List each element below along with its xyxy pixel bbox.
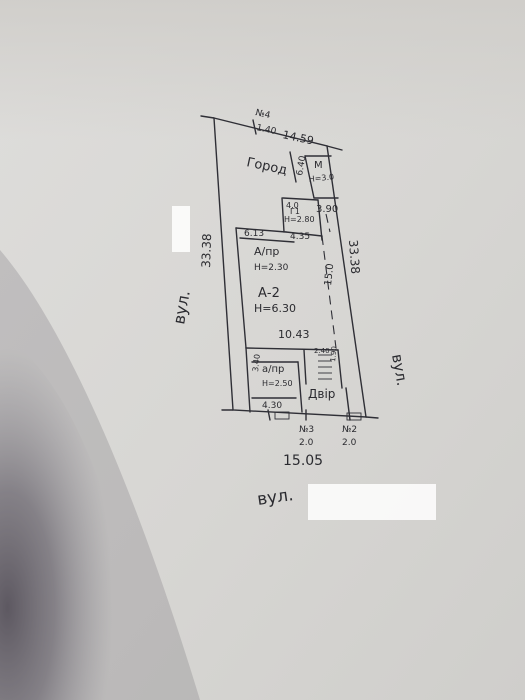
dimension-yard-small: 1.90 — [329, 346, 339, 362]
dimension-mid-c: 4.35 — [290, 232, 310, 242]
room-label-a-bottom: а/пр — [262, 364, 284, 375]
dimension-base: 4.30 — [262, 401, 282, 411]
room-height-g1: Н=2.80 — [284, 215, 315, 224]
room-height-m: Н=3.0 — [308, 172, 334, 184]
room-label-a2: А-2 — [258, 286, 280, 301]
street-label-right: вул. — [388, 353, 411, 388]
dimension-garden-height: 6.40 — [295, 155, 308, 177]
room-label-m: М — [314, 160, 323, 171]
room-height-a2: Н=6.30 — [254, 302, 296, 315]
dimension-main-width: 6.13 — [244, 229, 264, 239]
room-label-yard: Двір — [308, 387, 335, 401]
dimension-side-a: 3.40 — [251, 354, 262, 373]
room-height-a-top: Н=2.30 — [254, 263, 289, 273]
dimension-mid-b: 4.0 — [286, 201, 299, 210]
dimension-house-width: 10.43 — [278, 328, 310, 341]
gate-width-2: 2.0 — [342, 438, 357, 448]
dimension-top-a: 1.40 — [255, 123, 277, 137]
dimension-inner-height: 15.0 — [323, 263, 336, 286]
dimension-left: 33.38 — [199, 233, 214, 268]
gate-number-4: №4 — [254, 108, 271, 121]
gate-number-3: №3 — [299, 425, 314, 435]
room-label-a-top: А/пр — [254, 245, 279, 258]
room-label-g1: Г1 — [290, 207, 300, 216]
dimension-bottom: 15.05 — [283, 453, 323, 469]
dimension-step: 2.40 — [314, 347, 330, 355]
gate-number-2: №2 — [342, 425, 357, 435]
dimension-right: 33.38 — [346, 239, 362, 274]
room-height-a-bottom: Н=2.50 — [262, 379, 293, 388]
dimension-mid-a: 3.90 — [316, 204, 338, 215]
dimension-top-b: 14.59 — [281, 128, 315, 147]
gate-width-1: 2.0 — [299, 438, 314, 448]
